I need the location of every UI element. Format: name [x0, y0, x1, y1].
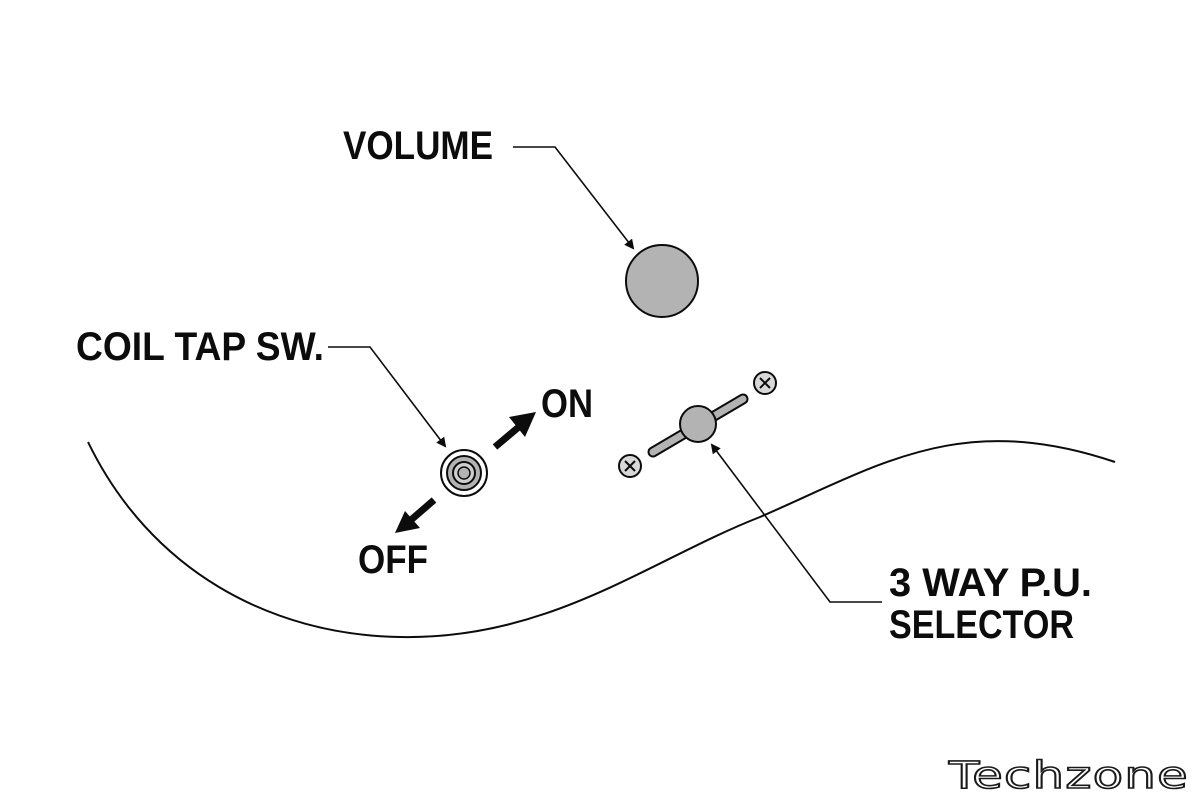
off-arrow-icon: [395, 497, 437, 533]
screw-icon: [618, 454, 642, 478]
coil-tap-leader-line: [328, 346, 447, 448]
volume-label: VOLUME: [343, 124, 493, 168]
on-label: ON: [541, 382, 593, 426]
coil-tap-switch[interactable]: [440, 449, 488, 497]
volume-leader-line: [513, 146, 635, 250]
pickup-selector[interactable]: [647, 393, 749, 458]
off-label: OFF: [358, 538, 428, 582]
volume-knob[interactable]: [625, 244, 699, 318]
on-arrow-icon: [492, 412, 536, 450]
screw-icon: [753, 371, 777, 395]
guitar-body-outline: [87, 440, 1116, 639]
coil-tap-label: COIL TAP SW.: [76, 325, 324, 369]
watermark: Techzone: [948, 754, 1189, 797]
selector-label-line1: 3 WAY P.U.: [889, 561, 1092, 605]
selector-leader-line: [710, 443, 882, 603]
selector-label-line2: SELECTOR: [889, 603, 1074, 647]
